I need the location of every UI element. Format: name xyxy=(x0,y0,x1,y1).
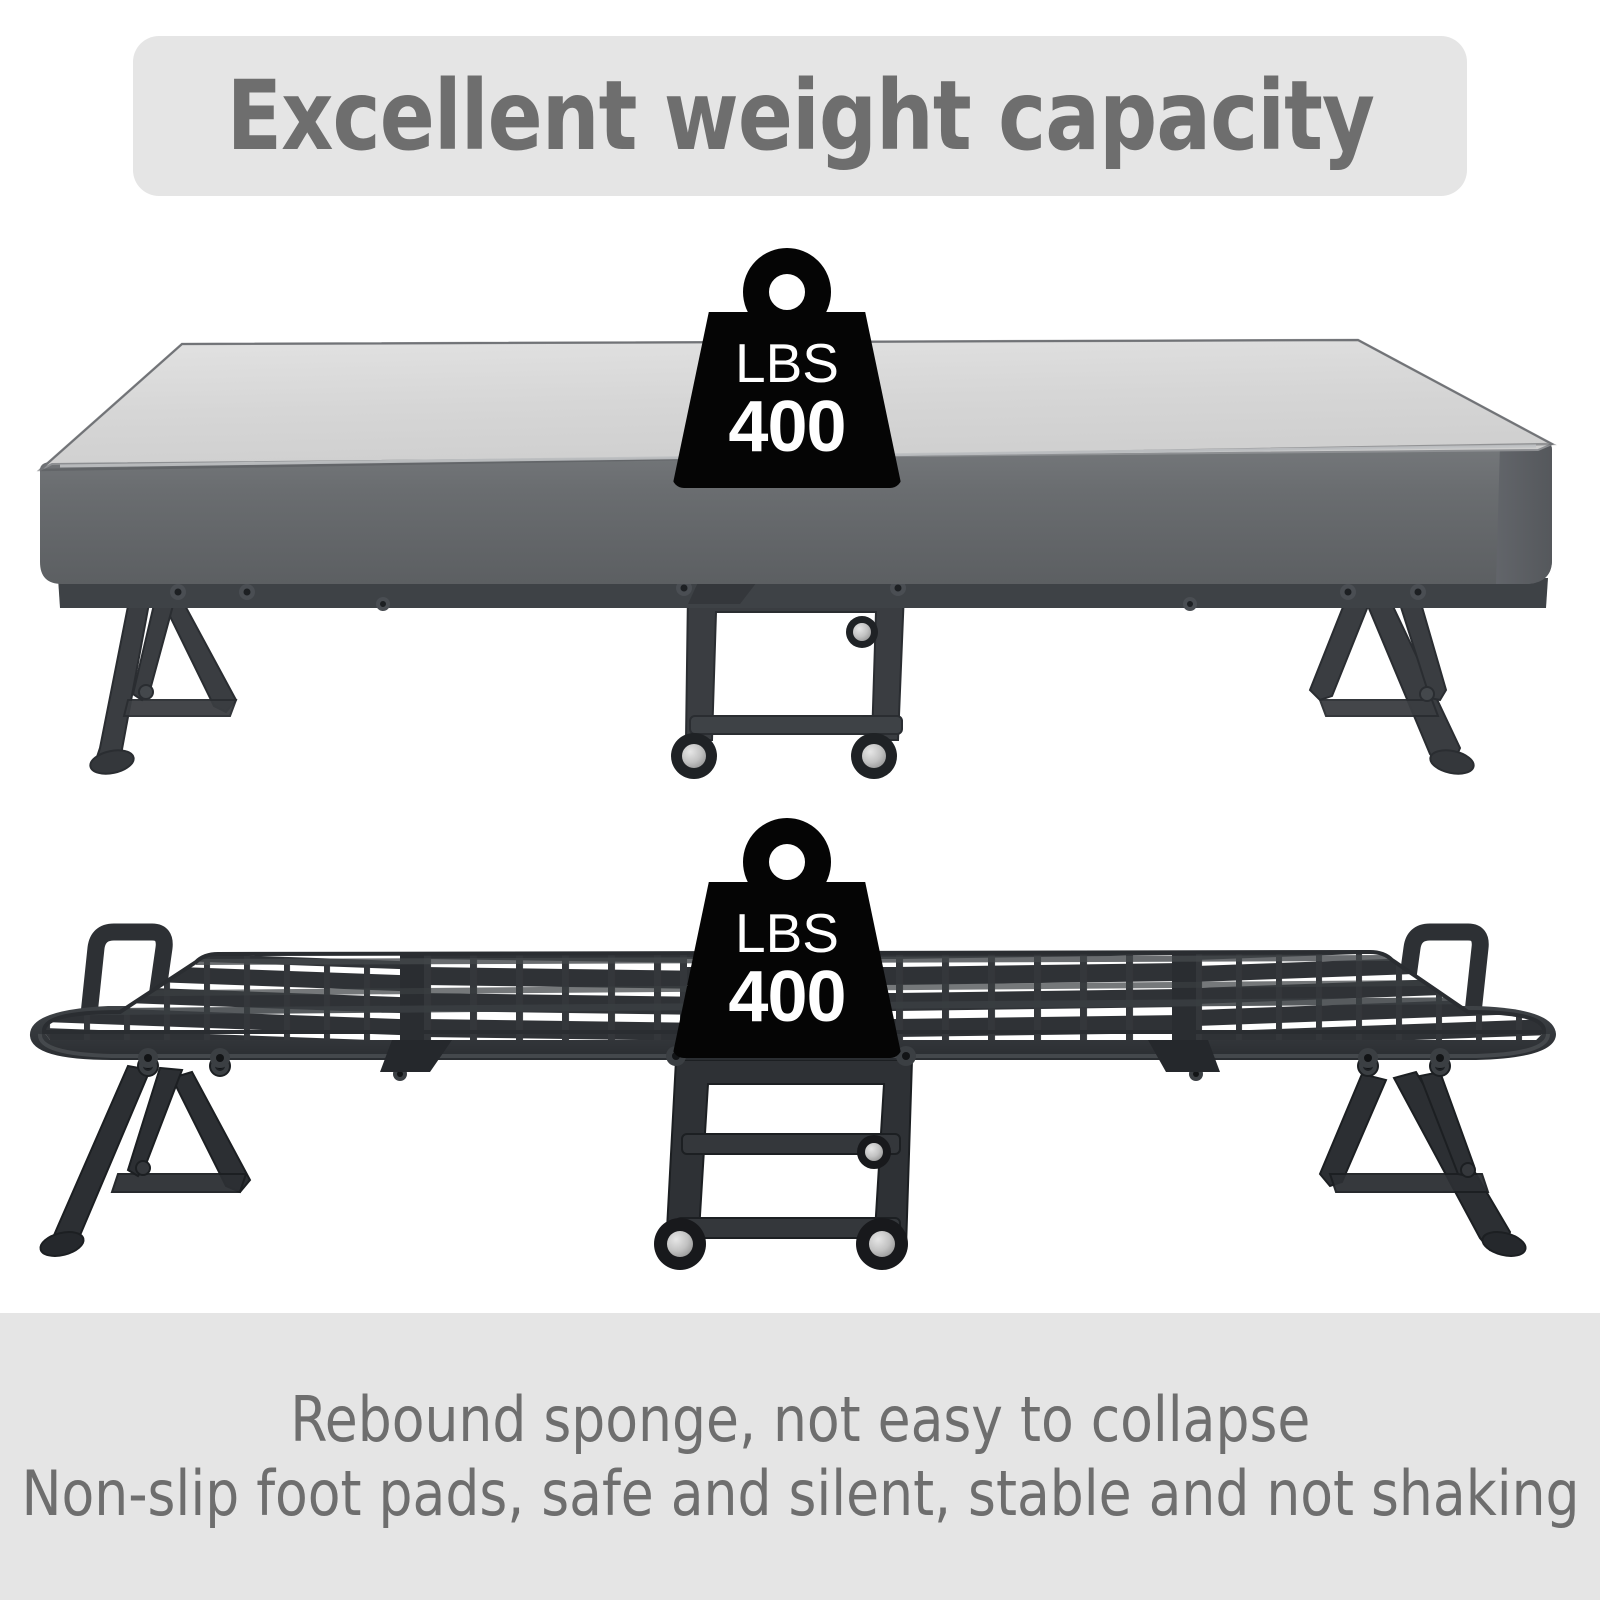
caster xyxy=(851,733,897,779)
lower-bed-right-handrail xyxy=(1395,923,1489,1031)
weight-badge-text: LBS 400 xyxy=(672,882,902,1058)
header-banner: Excellent weight capacity xyxy=(133,36,1467,196)
upper-bed-center-support xyxy=(671,591,906,779)
lower-bed-left-leg xyxy=(39,1055,252,1257)
weight-value-label: 400 xyxy=(728,386,846,467)
weight-body-icon xyxy=(672,312,902,488)
caption-band: Rebound sponge, not easy to collapse Non… xyxy=(0,1313,1600,1600)
caster xyxy=(846,616,878,648)
mattress-right-face xyxy=(1496,440,1552,584)
page-title: Excellent weight capacity xyxy=(226,60,1374,172)
upper-bed-under-rail xyxy=(58,578,1548,608)
caster xyxy=(654,1218,706,1270)
caption-line-1: Rebound sponge, not easy to collapse xyxy=(289,1383,1311,1457)
caster xyxy=(671,733,717,779)
upper-bed-rail-bolts xyxy=(170,580,1426,611)
upper-bed-right-leg xyxy=(1308,586,1475,775)
caption-line-2: Non-slip foot pads, safe and silent, sta… xyxy=(20,1456,1580,1530)
caster xyxy=(856,1218,908,1270)
caster xyxy=(857,1135,891,1169)
lower-bed-right-leg xyxy=(1318,1055,1527,1257)
weight-badge-text: LBS 400 xyxy=(672,312,902,488)
lower-bed-left-handrail xyxy=(79,923,173,1033)
lower-bed-center-support xyxy=(654,1059,914,1270)
weight-unit-label: LBS xyxy=(735,332,839,395)
weight-body-icon xyxy=(672,882,902,1058)
weight-badge-upper: LBS 400 xyxy=(672,248,902,488)
weight-unit-label: LBS xyxy=(735,902,839,965)
weight-value-label: 400 xyxy=(728,956,846,1037)
upper-bed-left-leg xyxy=(89,586,257,775)
weight-badge-lower: LBS 400 xyxy=(672,818,902,1058)
